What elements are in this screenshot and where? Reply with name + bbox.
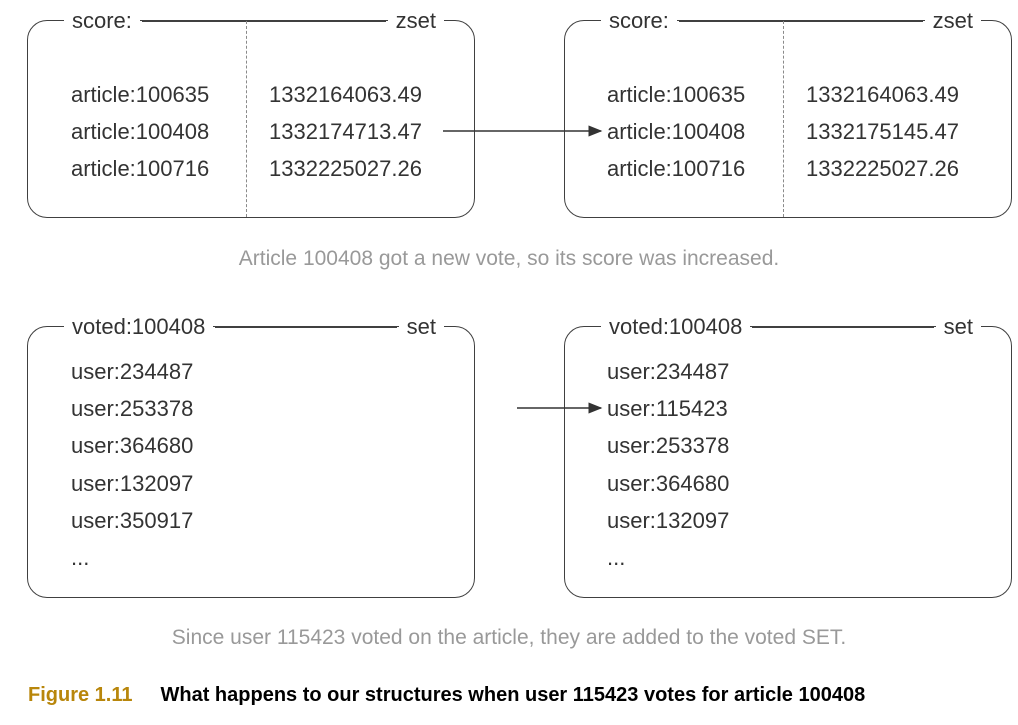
set-after-type: set [935, 315, 981, 339]
zset-after-score: 1332164063.49 [806, 82, 959, 107]
zset-after-header-line [678, 20, 923, 22]
set-after-item: user:115423 [607, 396, 728, 421]
set-before-item: user:364680 [71, 433, 194, 458]
zset-before-name: score: [64, 9, 140, 33]
figure-number: Figure 1.11 [28, 684, 133, 706]
zset-after-score: 1332175145.47 [806, 119, 959, 144]
zset-before-member: article:100635 [71, 82, 210, 107]
set-before-item: user:132097 [71, 471, 194, 496]
zset-after-name: score: [601, 9, 677, 33]
zset-before-header: score: zset [64, 9, 444, 33]
zset-after-member: article:100635 [607, 82, 746, 107]
set-after-item: user:234487 [607, 359, 730, 384]
caption-bottom: Since user 115423 voted on the article, … [171, 626, 847, 649]
zset-before-divider [246, 21, 247, 217]
set-before-item: user:350917 [71, 508, 194, 533]
zset-after-member: article:100716 [607, 156, 746, 181]
zset-before-score: 1332174713.47 [269, 119, 422, 144]
figure-caption: Figure 1.11 What happens to our structure… [28, 684, 865, 707]
zset-before-member: article:100408 [71, 119, 210, 144]
set-before-item: user:253378 [71, 396, 194, 421]
set-before-item: ... [71, 545, 90, 570]
set-after-box: voted:100408 set user:234487 user:115423… [564, 315, 1012, 598]
set-before-header: voted:100408 set [64, 315, 444, 339]
set-after-item: user:364680 [607, 471, 730, 496]
set-before-header-line [215, 326, 397, 328]
zset-after-header: score: zset [601, 9, 981, 33]
zset-after-type: zset [924, 9, 981, 33]
zset-after-divider [783, 21, 784, 217]
set-after-header: voted:100408 set [601, 315, 981, 339]
zset-after-score: 1332225027.26 [806, 156, 959, 181]
zset-before-member: article:100716 [71, 156, 210, 181]
zset-after-member: article:100408 [607, 119, 746, 144]
zset-before-type: zset [387, 9, 444, 33]
set-after-name: voted:100408 [601, 315, 751, 339]
set-before-item: user:234487 [71, 359, 194, 384]
zset-after-box: score: zset article:100635 article:10040… [564, 9, 1012, 218]
set-before-name: voted:100408 [64, 315, 214, 339]
set-after-item: user:253378 [607, 433, 730, 458]
figure-title: What happens to our structures when user… [160, 684, 866, 706]
set-after-header-line [752, 326, 934, 328]
caption-top: Article 100408 got a new vote, so its sc… [238, 247, 780, 270]
set-before-type: set [398, 315, 444, 339]
zset-before-box: score: zset article:100635 article:10040… [27, 9, 475, 218]
zset-before-score: 1332225027.26 [269, 156, 422, 181]
set-after-item: ... [607, 545, 626, 570]
set-after-item: user:132097 [607, 508, 730, 533]
set-before-box: voted:100408 set user:234487 user:253378… [27, 315, 475, 598]
zset-before-score: 1332164063.49 [269, 82, 422, 107]
zset-before-header-line [141, 20, 386, 22]
